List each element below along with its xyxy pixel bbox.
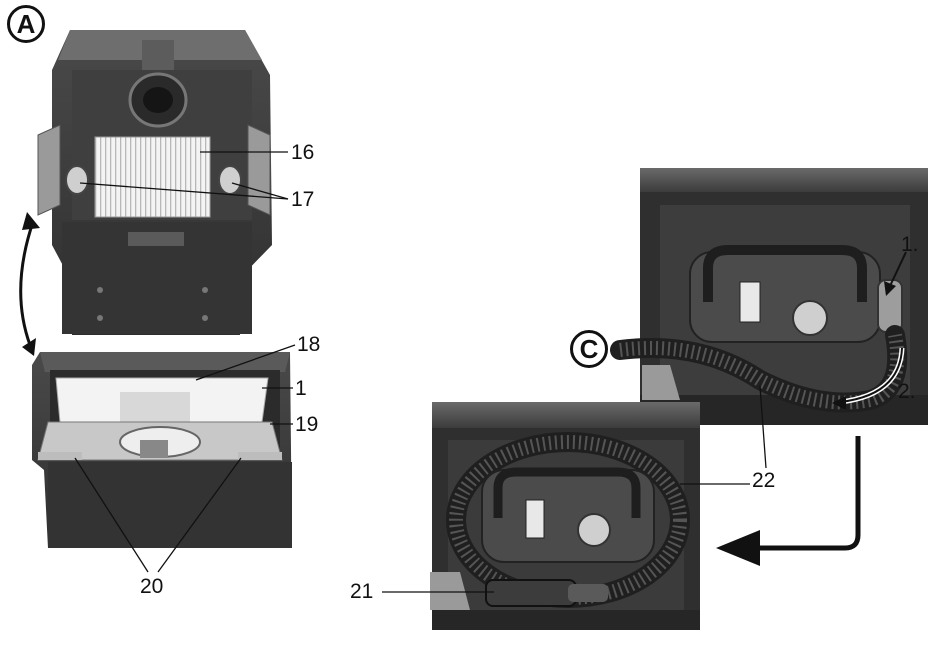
figure-a bbox=[19, 30, 296, 573]
callout-18: 18 bbox=[297, 333, 321, 356]
c-bot-panel bbox=[481, 469, 655, 563]
c-bot-lid bbox=[432, 402, 700, 428]
right-flap bbox=[247, 124, 271, 216]
step-2-label: 2. bbox=[898, 380, 916, 403]
callout-17: 17 bbox=[291, 188, 315, 211]
c-bot-corner bbox=[430, 572, 470, 610]
c-top-corner bbox=[642, 365, 680, 400]
c-bot-base bbox=[432, 610, 700, 630]
callout-16: 16 bbox=[291, 141, 315, 164]
c-top-knob bbox=[792, 300, 828, 336]
c-bot-knob bbox=[577, 513, 611, 547]
lower-unit bbox=[32, 352, 292, 548]
direction-arrow-icon bbox=[716, 436, 861, 566]
c-bot-nozzle bbox=[485, 579, 577, 607]
clamp-right bbox=[238, 452, 282, 460]
leaders-a bbox=[74, 151, 296, 573]
filter-clip-left bbox=[65, 165, 89, 195]
c-bot-switch bbox=[525, 499, 545, 539]
c-bot-nozzle-tip bbox=[568, 584, 608, 602]
upper-unit bbox=[37, 30, 272, 335]
step-arrows bbox=[832, 251, 907, 410]
c-top-hose-ribs bbox=[619, 333, 905, 410]
c-top-handle bbox=[703, 245, 867, 302]
lower-box-rim bbox=[40, 352, 290, 372]
c-top-switch bbox=[739, 281, 761, 323]
screw-2 bbox=[202, 287, 208, 293]
callout-20: 20 bbox=[140, 575, 164, 598]
pleated-filter bbox=[94, 136, 211, 218]
c-top-lid bbox=[640, 168, 928, 192]
bag-label bbox=[120, 392, 190, 426]
figure-a-badge: A bbox=[7, 5, 45, 43]
hose-port-inner bbox=[143, 87, 173, 113]
rotate-icon bbox=[19, 212, 40, 356]
bag-tab bbox=[140, 440, 168, 458]
left-flap bbox=[37, 124, 61, 216]
figure-c-bottom bbox=[430, 402, 700, 630]
screw-3 bbox=[97, 315, 103, 321]
upper-body-handle bbox=[128, 232, 184, 246]
callout-21: 21 bbox=[350, 580, 374, 603]
clamp-left bbox=[38, 452, 82, 460]
callout-1: 1 bbox=[295, 377, 307, 400]
port-top bbox=[142, 40, 174, 70]
screw-1 bbox=[97, 287, 103, 293]
c-top-panel bbox=[689, 251, 881, 343]
step-1-label: 1. bbox=[901, 233, 919, 256]
screw-4 bbox=[202, 315, 208, 321]
leaders-c bbox=[382, 385, 767, 593]
lower-front bbox=[48, 462, 292, 548]
callout-19: 19 bbox=[295, 413, 319, 436]
figure-c-badge: C bbox=[570, 330, 608, 368]
callout-22-top: 22 bbox=[752, 469, 776, 492]
filter-clip-right bbox=[218, 165, 242, 195]
c-bot-handle bbox=[493, 467, 641, 518]
